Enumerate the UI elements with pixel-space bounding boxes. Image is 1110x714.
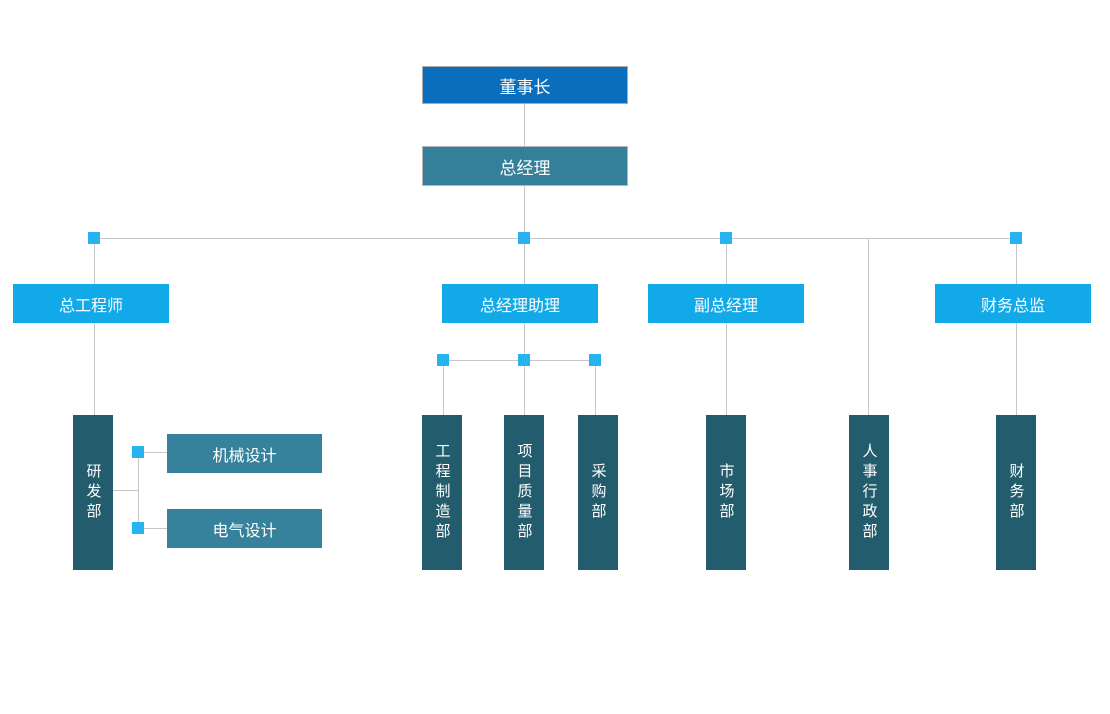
node-general-manager-label: 总经理 xyxy=(499,158,551,178)
connector-line xyxy=(94,238,1017,239)
connector-line xyxy=(1016,323,1017,415)
connector-handle[interactable] xyxy=(88,232,100,244)
node-chairman[interactable]: 董事长 xyxy=(422,66,628,104)
node-mechanical-design[interactable]: 机械设计 xyxy=(167,434,322,473)
connector-line xyxy=(138,452,167,453)
node-engineering-mfg-dept-label: 工程制造部 xyxy=(433,442,451,543)
node-gm-assistant-label: 总经理助理 xyxy=(479,297,560,315)
connector-handle[interactable] xyxy=(132,522,144,534)
node-finance-director-label: 财务总监 xyxy=(980,297,1045,315)
connector-line xyxy=(524,323,525,360)
connector-line xyxy=(138,452,139,528)
connector-line xyxy=(524,104,525,146)
node-chairman-label: 董事长 xyxy=(499,77,551,97)
node-procurement-dept-label: 采购部 xyxy=(589,462,607,523)
node-hr-admin-dept-label: 人事行政部 xyxy=(860,442,878,543)
node-deputy-gm[interactable]: 副总经理 xyxy=(648,284,804,323)
connector-line xyxy=(443,360,444,415)
connector-handle[interactable] xyxy=(1010,232,1022,244)
connector-line xyxy=(94,323,95,415)
node-chief-engineer[interactable]: 总工程师 xyxy=(13,284,169,323)
node-project-quality-dept-label: 项目质量部 xyxy=(515,442,533,543)
connector-line xyxy=(726,323,727,415)
node-marketing-dept[interactable]: 市场部 xyxy=(706,415,746,570)
node-procurement-dept[interactable]: 采购部 xyxy=(578,415,618,570)
connector-line xyxy=(113,490,138,491)
node-deputy-gm-label: 副总经理 xyxy=(693,297,758,315)
connector-line xyxy=(524,186,525,238)
node-marketing-dept-label: 市场部 xyxy=(717,462,735,523)
connector-line xyxy=(1016,238,1017,284)
node-rd-dept[interactable]: 研发部 xyxy=(73,415,113,570)
connector-line xyxy=(595,360,596,415)
node-finance-dept[interactable]: 财务部 xyxy=(996,415,1036,570)
connector-line xyxy=(94,238,95,284)
connector-line xyxy=(868,238,869,415)
node-hr-admin-dept[interactable]: 人事行政部 xyxy=(849,415,889,570)
connector-handle[interactable] xyxy=(518,232,530,244)
node-project-quality-dept[interactable]: 项目质量部 xyxy=(504,415,544,570)
node-electrical-design[interactable]: 电气设计 xyxy=(167,509,322,548)
connector-line xyxy=(524,238,525,284)
node-mechanical-design-label: 机械设计 xyxy=(212,447,277,465)
node-finance-director[interactable]: 财务总监 xyxy=(935,284,1091,323)
node-chief-engineer-label: 总工程师 xyxy=(58,297,123,315)
connector-handle[interactable] xyxy=(437,354,449,366)
node-general-manager[interactable]: 总经理 xyxy=(422,146,628,186)
node-electrical-design-label: 电气设计 xyxy=(212,522,277,540)
node-finance-dept-label: 财务部 xyxy=(1007,462,1025,523)
connector-handle[interactable] xyxy=(720,232,732,244)
connector-line xyxy=(138,528,167,529)
connector-handle[interactable] xyxy=(589,354,601,366)
node-engineering-mfg-dept[interactable]: 工程制造部 xyxy=(422,415,462,570)
node-gm-assistant[interactable]: 总经理助理 xyxy=(442,284,598,323)
connector-handle[interactable] xyxy=(132,446,144,458)
connector-line xyxy=(524,360,525,415)
connector-line xyxy=(726,238,727,284)
node-rd-dept-label: 研发部 xyxy=(84,462,102,523)
connector-handle[interactable] xyxy=(518,354,530,366)
